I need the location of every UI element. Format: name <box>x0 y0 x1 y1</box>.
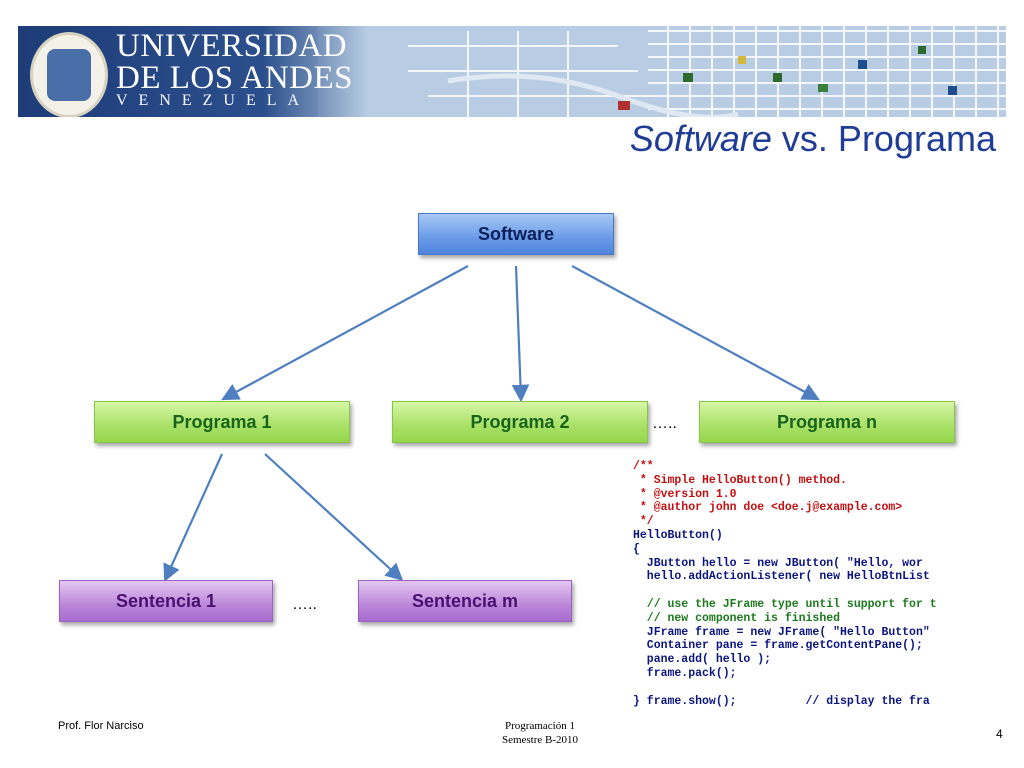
node-programa-1-label: Programa 1 <box>172 411 272 432</box>
code-sample: /** * Simple HelloButton() method. * @ve… <box>633 460 973 708</box>
arrow-software-programa-n <box>571 265 820 401</box>
code-line: Container pane = frame.getContentPane(); <box>633 639 923 653</box>
node-sentencia-1: Sentencia 1 <box>59 580 273 622</box>
statements-ellipsis: ….. <box>292 596 317 613</box>
node-sentencia-1-label: Sentencia 1 <box>115 590 217 611</box>
banner-line-2: DE LOS ANDES <box>116 60 354 96</box>
code-line: HelloButton() <box>633 528 723 542</box>
banner-line-1: UNIVERSIDAD <box>116 28 347 64</box>
arrow-programa-1-sentencia-1 <box>163 453 224 583</box>
code-line: /** <box>633 460 654 473</box>
footer-course-line-2: Semestre B-2010 <box>501 734 579 746</box>
code-line: // new component is finished <box>633 611 841 625</box>
node-programa-n: Programa n <box>699 401 955 443</box>
node-software: Software <box>418 213 614 255</box>
node-software-label: Software <box>477 223 555 244</box>
node-programa-2: Programa 2 <box>392 401 648 443</box>
footer-course: Programación 1 Semestre B-2010 <box>470 719 610 747</box>
footer-author: Prof. Flor Narciso <box>58 720 144 732</box>
node-programa-n-label: Programa n <box>776 411 878 432</box>
code-line: pane.add( hello ); <box>633 653 772 667</box>
arrow-software-programa-2 <box>511 265 530 403</box>
banner-line-3: VENEZUELA <box>116 92 311 109</box>
title-italic: Software <box>629 118 772 159</box>
code-line: hello.addActionListener( new HelloBtnLis… <box>633 570 930 584</box>
footer-page-number: 4 <box>996 727 1003 741</box>
code-line: } frame.show(); // display the fra <box>633 694 930 708</box>
code-line: // use the JFrame type until support for… <box>633 597 937 611</box>
code-line: JFrame frame = new JFrame( "Hello Button… <box>633 625 930 639</box>
slide-title: Software vs. Programa <box>630 118 996 160</box>
node-programa-2-label: Programa 2 <box>470 411 570 432</box>
title-rest: vs. Programa <box>771 118 996 159</box>
code-line: * @version 1.0 <box>633 487 737 501</box>
arrow-programa-1-sentencia-m <box>264 453 404 581</box>
code-line: JButton hello = new JButton( "Hello, wor <box>633 556 923 570</box>
code-line: */ <box>633 515 654 529</box>
code-line: frame.pack(); <box>633 666 737 680</box>
university-banner: UNIVERSIDAD DE LOS ANDES VENEZUELA <box>18 26 1006 117</box>
node-sentencia-m: Sentencia m <box>358 580 572 622</box>
code-line: * Simple HelloButton() method. <box>633 473 847 487</box>
node-sentencia-m-label: Sentencia m <box>411 590 519 611</box>
university-seal-icon <box>30 32 108 117</box>
code-line: * @author john doe <doe.j@example.com> <box>633 501 903 515</box>
programs-ellipsis: ….. <box>652 415 677 432</box>
node-programa-1: Programa 1 <box>94 401 350 443</box>
arrow-software-programa-1 <box>221 265 469 401</box>
city-map-image <box>318 26 1006 117</box>
footer-course-line-1: Programación 1 <box>505 720 575 732</box>
code-line: { <box>633 542 640 556</box>
